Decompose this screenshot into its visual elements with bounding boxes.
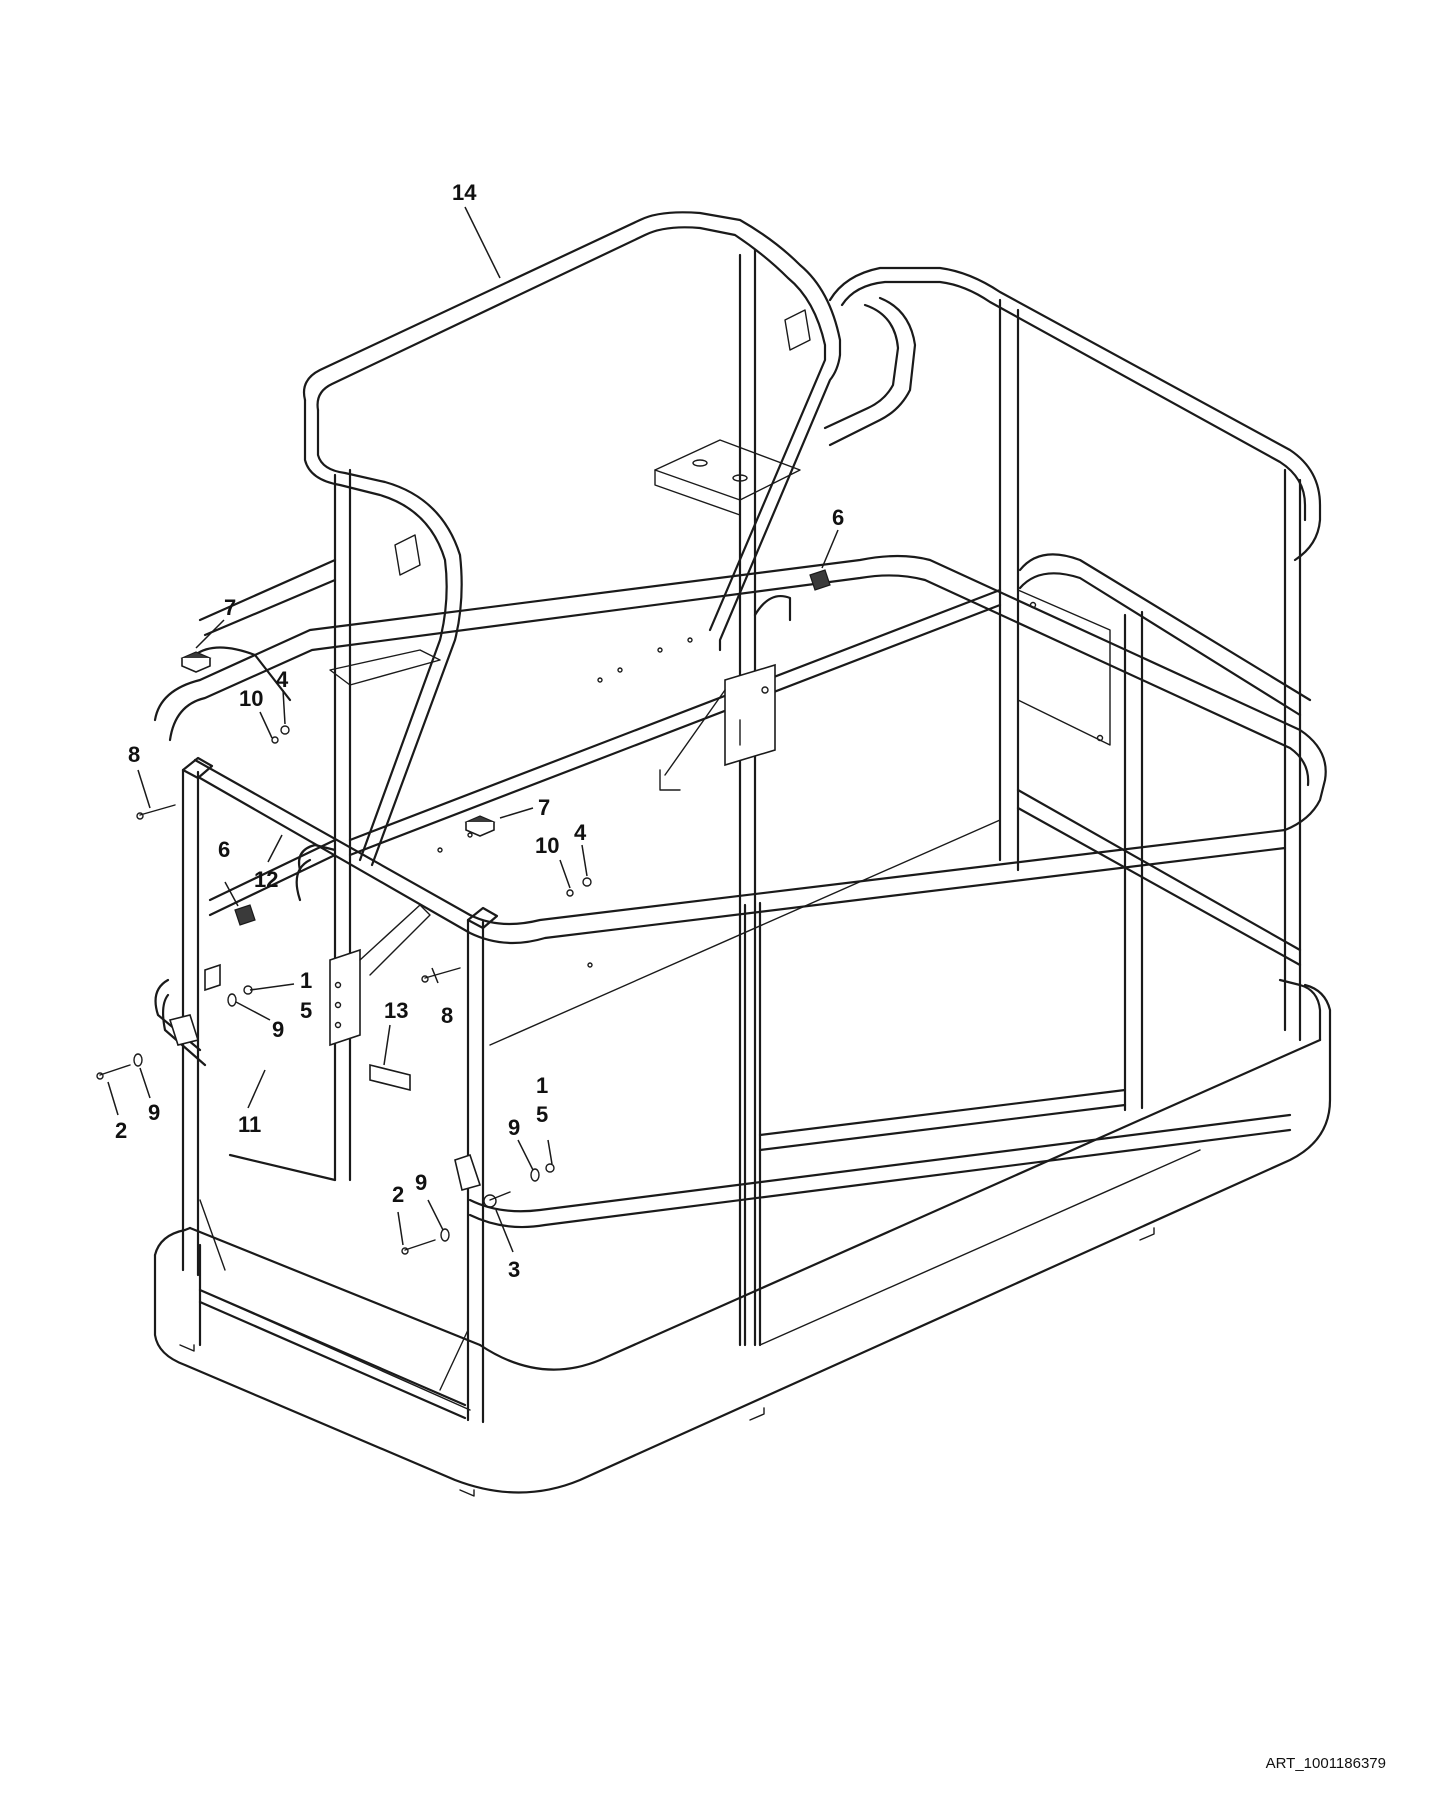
callout-5-left: 5 <box>300 998 312 1023</box>
callout-9-left-upper: 9 <box>272 1017 284 1042</box>
art-number-label: ART_1001186379 <box>1265 1755 1386 1772</box>
callout-7-mid: 7 <box>538 795 550 820</box>
callout-7-left: 7 <box>224 595 236 620</box>
callout-1-right: 1 <box>536 1073 548 1098</box>
entry-gate-frame <box>181 756 499 1424</box>
callout-labels: 14 6 7 10 4 8 7 10 4 6 12 1 5 9 8 13 2 9… <box>115 180 844 1282</box>
callout-4-left: 4 <box>276 667 289 692</box>
callout-8-mid: 8 <box>441 1003 453 1028</box>
callout-8-left: 8 <box>128 742 140 767</box>
mounting-plates <box>168 663 776 1191</box>
callout-10-mid: 10 <box>535 833 559 858</box>
leader-lines <box>107 206 839 1253</box>
front-uprights <box>468 610 1292 1347</box>
callout-9-right-lower: 9 <box>415 1170 427 1195</box>
rear-guardrail <box>828 266 1322 1042</box>
callout-2-right: 2 <box>392 1182 404 1207</box>
end-plug-left <box>234 904 256 926</box>
hardware <box>96 569 831 1255</box>
callout-2-left: 2 <box>115 1118 127 1143</box>
callout-9-right-upper: 9 <box>508 1115 520 1140</box>
callout-1-left: 1 <box>300 968 312 993</box>
callout-9-left-lower: 9 <box>148 1100 160 1125</box>
callout-6-left: 6 <box>218 837 230 862</box>
rollover-top-bar <box>302 211 917 1347</box>
callout-10-left: 10 <box>239 686 263 711</box>
top-guardrail <box>153 554 1327 945</box>
callout-4-mid: 4 <box>574 820 587 845</box>
callout-14: 14 <box>452 180 477 205</box>
callout-6-right: 6 <box>832 505 844 530</box>
callout-5-right: 5 <box>536 1102 548 1127</box>
callout-11: 11 <box>238 1112 261 1137</box>
callout-3: 3 <box>508 1257 520 1282</box>
lanyard-anchor-hoops <box>154 594 792 1067</box>
inner-side-guardrail <box>198 468 1002 1182</box>
end-plug-right <box>809 569 831 591</box>
callout-13: 13 <box>384 998 408 1023</box>
callout-12: 12 <box>254 867 278 892</box>
platform-floor-base <box>153 978 1332 1497</box>
